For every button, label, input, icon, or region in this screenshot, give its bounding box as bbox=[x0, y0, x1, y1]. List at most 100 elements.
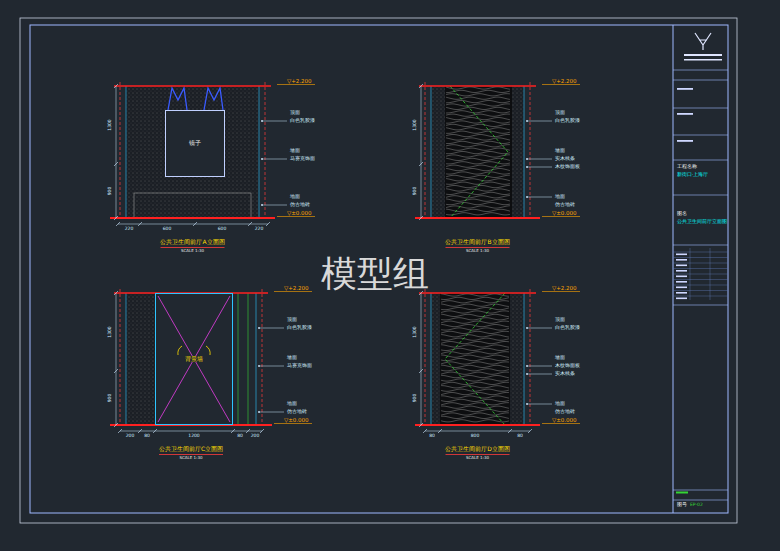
wood-grain bbox=[441, 307, 509, 309]
level-line bbox=[277, 216, 315, 217]
wall-hatch bbox=[431, 293, 524, 425]
wood-panel bbox=[445, 86, 512, 218]
material-note: 墙面 bbox=[290, 148, 300, 154]
dimension-line bbox=[421, 86, 422, 218]
node-label: 镜子 bbox=[188, 140, 202, 146]
wood-grain bbox=[446, 121, 510, 123]
wall-edge bbox=[262, 289, 263, 425]
wall-edge bbox=[120, 289, 121, 425]
dimension-line bbox=[116, 293, 117, 425]
wood-panel bbox=[440, 293, 510, 425]
material-note: 墙面 bbox=[555, 148, 565, 154]
leader-dot bbox=[261, 204, 263, 206]
dimension-tick bbox=[138, 429, 142, 433]
wood-grain bbox=[446, 104, 510, 106]
wood-grain bbox=[446, 87, 510, 89]
swing-arc bbox=[178, 346, 182, 355]
outer-frame bbox=[20, 18, 737, 523]
title-block-text: 新街口·上海厅 bbox=[677, 173, 708, 178]
wood-grain bbox=[441, 392, 509, 394]
wood-grain bbox=[446, 138, 510, 140]
wood-grain bbox=[441, 369, 509, 371]
leader-line bbox=[527, 374, 552, 375]
wood-grain bbox=[441, 382, 509, 384]
material-note: 墙面 bbox=[287, 355, 297, 361]
wood-grain bbox=[441, 375, 509, 377]
wood-grain bbox=[446, 151, 510, 153]
title-block-rule bbox=[673, 305, 728, 306]
dimension-value: 800 bbox=[471, 434, 480, 439]
logo bbox=[695, 33, 711, 50]
material-note: 马赛克饰面 bbox=[290, 156, 315, 162]
inner-frame bbox=[30, 25, 728, 513]
level-mark: ▽±0.000 bbox=[552, 417, 577, 423]
dimension-value: 80 bbox=[429, 434, 435, 439]
wood-grain bbox=[446, 189, 510, 191]
material-note: 地面 bbox=[555, 401, 565, 407]
title-block bbox=[673, 25, 728, 513]
leader-dot bbox=[526, 365, 528, 367]
cell-mark bbox=[676, 492, 688, 494]
logo-bar bbox=[684, 54, 722, 56]
wood-grain bbox=[441, 311, 509, 313]
mirror-ground bbox=[165, 110, 225, 177]
view-scale: SCALE 1:30 bbox=[466, 249, 489, 253]
view-scale: SCALE 1:30 bbox=[181, 249, 204, 253]
material-note: 白色乳胶漆 bbox=[287, 325, 312, 331]
wood-grain bbox=[441, 352, 509, 354]
wall-edge bbox=[425, 289, 426, 425]
wood-grain bbox=[446, 124, 510, 126]
wood-grain bbox=[441, 409, 509, 411]
door-panel: 背景墙 bbox=[155, 293, 233, 425]
cell-mark bbox=[676, 287, 687, 289]
wall-line bbox=[524, 293, 525, 425]
cell-mark bbox=[677, 88, 693, 90]
wood-grain bbox=[441, 413, 509, 415]
floor-line bbox=[110, 217, 275, 219]
logo-bar bbox=[684, 59, 722, 61]
dimension-value: 600 bbox=[218, 227, 227, 232]
counter bbox=[134, 193, 251, 218]
wood-grain bbox=[446, 213, 510, 215]
title-block-cell bbox=[673, 285, 728, 286]
dimension-value: 900 bbox=[413, 394, 418, 403]
level-mark: ▽±0.000 bbox=[284, 417, 309, 423]
leader-line bbox=[527, 328, 552, 329]
wood-grain bbox=[446, 168, 510, 170]
cell-mark bbox=[676, 265, 687, 267]
faucet-symbol bbox=[204, 88, 223, 110]
wood-grain bbox=[446, 206, 510, 208]
wood-grain bbox=[446, 155, 510, 157]
dashed-guide bbox=[445, 293, 505, 425]
wood-grain bbox=[441, 386, 509, 388]
wood-grain bbox=[446, 158, 510, 160]
door-frame-line bbox=[248, 293, 249, 425]
title-block-rule bbox=[673, 245, 728, 246]
view-title: 公共卫生间前厅D立面图 bbox=[445, 446, 510, 453]
leader-dot bbox=[526, 158, 528, 160]
swing-arc bbox=[206, 346, 210, 355]
dimension-value: 80 bbox=[237, 434, 243, 439]
leader-dot bbox=[261, 158, 263, 160]
wood-grain bbox=[446, 131, 510, 133]
floor-line bbox=[415, 217, 540, 219]
door-cross bbox=[158, 296, 230, 422]
title-block-cell bbox=[673, 252, 728, 253]
dimension-tick bbox=[114, 291, 118, 295]
wood-grain bbox=[446, 182, 510, 184]
dimension-value: 200 bbox=[126, 434, 135, 439]
leader-dot bbox=[526, 120, 528, 122]
wall-line bbox=[259, 86, 260, 218]
door-cross bbox=[158, 296, 230, 422]
dimension-tick bbox=[528, 429, 532, 433]
material-note: 顶面 bbox=[555, 110, 565, 116]
wall-edge bbox=[530, 289, 531, 425]
level-line bbox=[274, 423, 312, 424]
wood-grain bbox=[446, 196, 510, 198]
material-note: 地面 bbox=[287, 401, 297, 407]
leader-line bbox=[527, 404, 552, 405]
wood-grain bbox=[446, 114, 510, 116]
cell-mark bbox=[677, 140, 693, 142]
wood-grain bbox=[441, 331, 509, 333]
dimension-tick bbox=[114, 216, 118, 220]
